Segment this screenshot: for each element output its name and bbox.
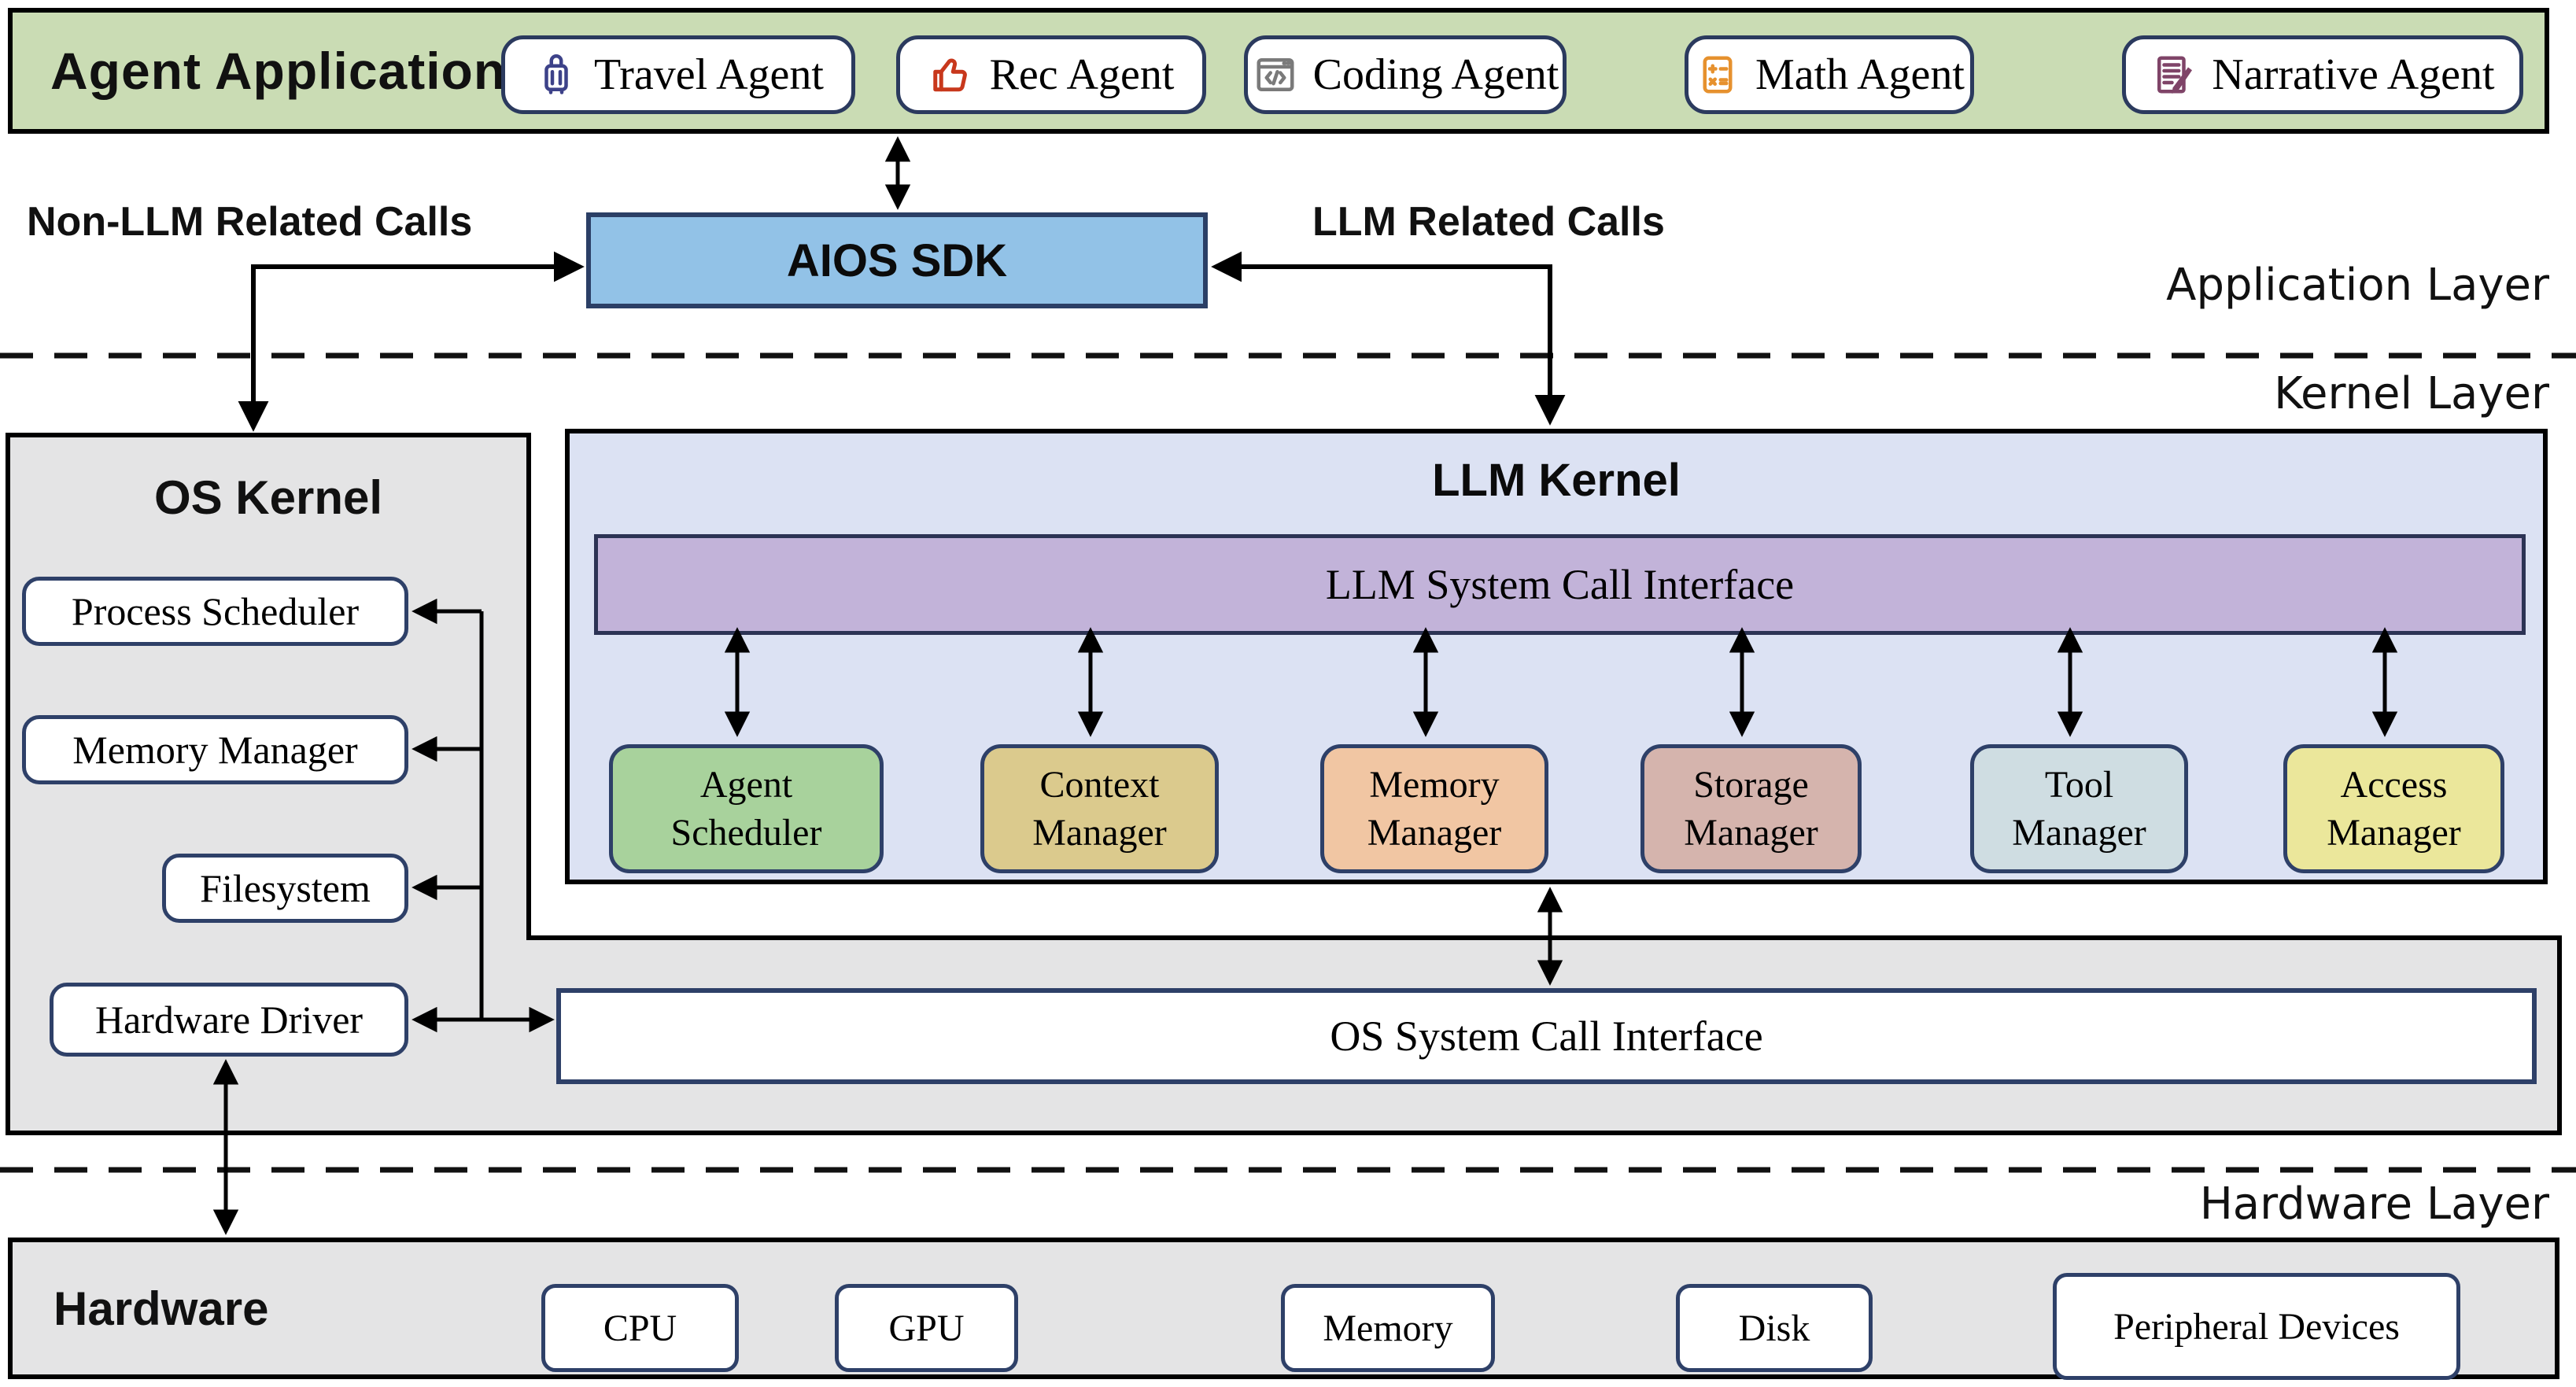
os-system-call-interface-box: OS System Call Interface (556, 988, 2537, 1084)
os-system-call-interface-label: OS System Call Interface (1330, 1013, 1763, 1060)
peripheral-devices-box: Peripheral Devices (2053, 1273, 2460, 1380)
manager-label: Manager (2012, 812, 2146, 854)
gpu-label: GPU (888, 1307, 965, 1349)
aios-sdk-box: AIOS SDK (586, 212, 1208, 308)
memory-box: Memory (1281, 1284, 1495, 1372)
cpu-label: CPU (603, 1307, 677, 1349)
llm-system-call-interface-bar: LLM System Call Interface (594, 534, 2526, 635)
non-llm-calls-label: Non-LLM Related Calls (27, 199, 473, 245)
manager-label: Manager (1032, 812, 1167, 854)
memory-manager-os-box: Memory Manager (22, 715, 408, 784)
manager-label: Manager (2327, 812, 2461, 854)
filesystem-label: Filesystem (200, 866, 371, 910)
manager-label: Manager (1367, 812, 1502, 854)
travel-agent-button: Travel Agent (501, 35, 855, 114)
math-agent-button: Math Agent (1685, 35, 1974, 114)
llm-calls-label: LLM Related Calls (1312, 199, 1665, 245)
thumbs-up-icon (932, 58, 967, 92)
os-kernel-title: OS Kernel (153, 471, 383, 524)
agent-button-label: Math Agent (1755, 50, 1965, 99)
hardware-driver-box: Hardware Driver (50, 983, 408, 1057)
coding-agent-button: Coding Agent (1244, 35, 1567, 114)
cpu-box: CPU (541, 1284, 739, 1372)
memory-manager-llm-box: Memory Manager (1320, 744, 1548, 873)
context-manager-box: Context Manager (980, 744, 1219, 873)
kernel-layer-label: Kernel Layer (2274, 368, 2549, 419)
agent-button-label: Rec Agent (989, 50, 1175, 99)
storage-manager-box: Storage Manager (1640, 744, 1862, 873)
manager-label: Agent (699, 763, 793, 806)
manager-label: Access (2340, 763, 2448, 806)
document-pen-icon (2157, 56, 2193, 94)
disk-label: Disk (1738, 1307, 1810, 1349)
agent-button-label: Coding Agent (1312, 50, 1559, 99)
llm-system-call-interface-label: LLM System Call Interface (1325, 561, 1795, 608)
agent-scheduler-box: Agent Scheduler (609, 744, 884, 873)
hardware-driver-label: Hardware Driver (94, 998, 364, 1042)
agent-button-label: Travel Agent (594, 50, 824, 99)
filesystem-box: Filesystem (162, 854, 408, 923)
llm-kernel-title: LLM Kernel (1432, 455, 1681, 506)
llm-kernel-box: LLM Kernel LLM System Call Interface Age… (565, 429, 2548, 884)
manager-label: Storage (1693, 763, 1809, 806)
access-manager-box: Access Manager (2283, 744, 2504, 873)
manager-label: Memory (1369, 763, 1500, 806)
calculator-icon (1703, 56, 1733, 94)
manager-label: Manager (1684, 812, 1818, 854)
aios-sdk-label: AIOS SDK (786, 234, 1008, 286)
memory-label: Memory (1323, 1307, 1453, 1349)
gpu-box: GPU (835, 1284, 1018, 1372)
memory-manager-os-label: Memory Manager (72, 728, 358, 772)
agent-applications-title: Agent Applications (50, 42, 536, 100)
manager-label: Context (1039, 763, 1160, 806)
hardware-title: Hardware (54, 1282, 269, 1335)
code-window-icon (1257, 58, 1294, 91)
narrative-agent-button: Narrative Agent (2122, 35, 2523, 114)
hardware-layer-label: Hardware Layer (2199, 1179, 2549, 1230)
process-scheduler-box: Process Scheduler (22, 577, 408, 646)
process-scheduler-label: Process Scheduler (71, 589, 360, 633)
suitcase-icon (544, 54, 568, 94)
manager-label: Scheduler (670, 812, 822, 854)
tool-manager-box: Tool Manager (1970, 744, 2188, 873)
hardware-box: Hardware CPU GPU Memory Disk Peripheral … (8, 1238, 2559, 1380)
disk-box: Disk (1676, 1284, 1873, 1372)
rec-agent-button: Rec Agent (896, 35, 1206, 114)
agent-button-label: Narrative Agent (2212, 50, 2495, 99)
manager-label: Tool (2044, 763, 2114, 806)
peripheral-devices-label: Peripheral Devices (2113, 1305, 2400, 1348)
application-layer-label: Application Layer (2166, 260, 2549, 311)
